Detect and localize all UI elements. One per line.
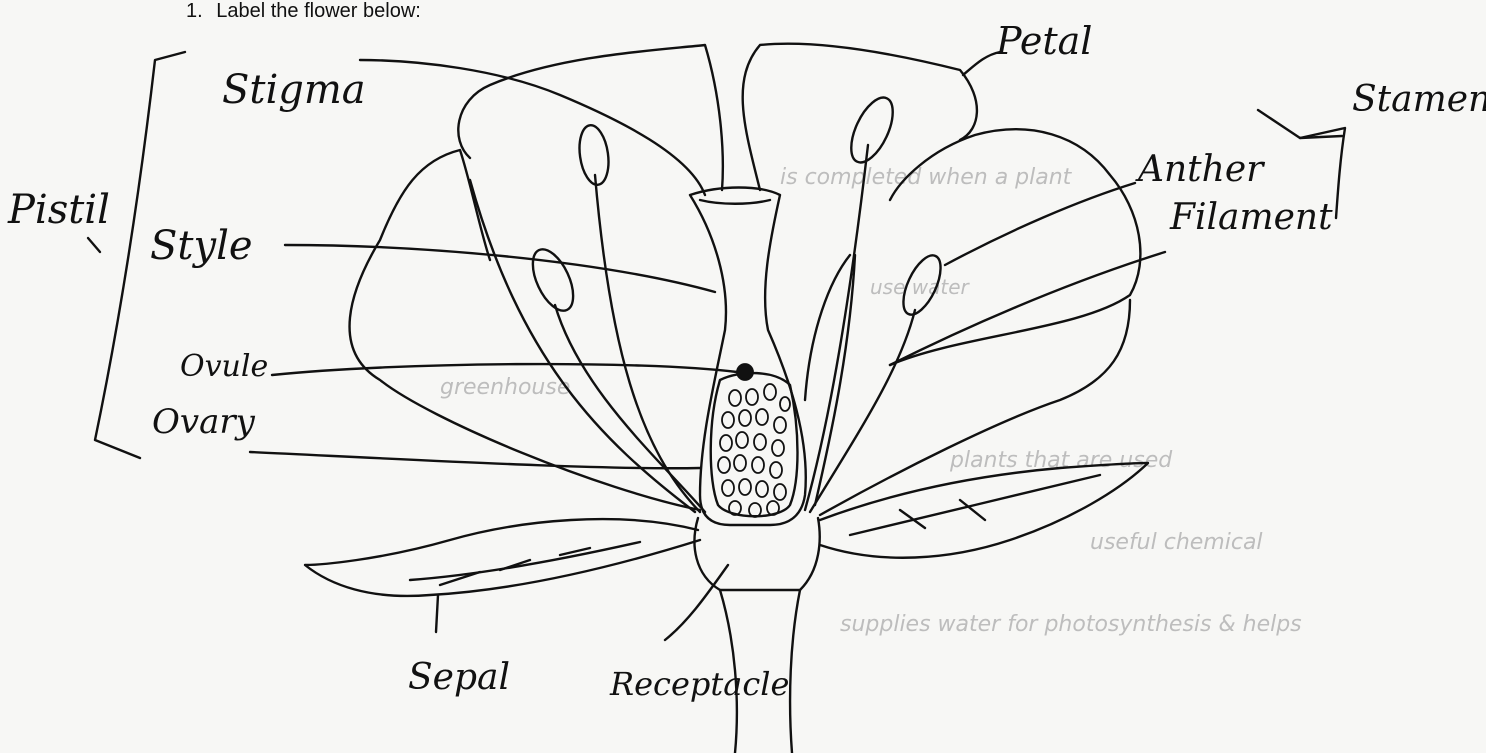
- stigma-leader: [360, 60, 705, 195]
- pistil-shape: [690, 188, 806, 526]
- sepal-left: [305, 519, 700, 596]
- filament-line: [595, 175, 700, 512]
- ovule-leader: [272, 364, 737, 375]
- petal-left: [350, 150, 700, 510]
- petal-right: [890, 129, 1140, 365]
- label-stigma: Stigma: [222, 70, 366, 110]
- receptacle-shape: [694, 518, 819, 590]
- label-style: Style: [150, 226, 253, 266]
- anther-shape: [843, 92, 902, 169]
- label-filament: Filament: [1170, 200, 1333, 236]
- stem-right: [790, 590, 800, 753]
- label-stamen: Stamen: [1352, 82, 1486, 118]
- filament-line: [555, 305, 705, 512]
- pistil-bracket-tick: [88, 238, 100, 252]
- filament-line: [810, 310, 915, 512]
- label-anther: Anther: [1138, 152, 1263, 188]
- sepal-leader: [436, 595, 438, 632]
- receptacle-leader: [665, 565, 728, 640]
- sepal-right: [820, 463, 1148, 558]
- petal-leader: [963, 52, 1000, 75]
- anther-leader: [945, 183, 1135, 265]
- label-ovary: Ovary: [152, 405, 255, 439]
- label-ovule: Ovule: [180, 352, 268, 382]
- filament-leader: [890, 252, 1165, 365]
- petal-top-left: [458, 45, 723, 190]
- petal-right-lower: [820, 300, 1130, 515]
- filament-line: [470, 180, 695, 512]
- anther-shape: [896, 250, 948, 320]
- filament-line: [805, 145, 868, 510]
- sepal-right-vein: [850, 475, 1100, 535]
- label-petal: Petal: [996, 22, 1092, 60]
- stigma-top: [700, 200, 770, 204]
- label-pistil: Pistil: [8, 190, 110, 230]
- label-sepal: Sepal: [408, 660, 510, 696]
- label-receptacle: Receptacle: [610, 668, 789, 700]
- ovule-highlight: [737, 364, 753, 380]
- ovules: [718, 364, 790, 517]
- anther-shape: [525, 243, 582, 316]
